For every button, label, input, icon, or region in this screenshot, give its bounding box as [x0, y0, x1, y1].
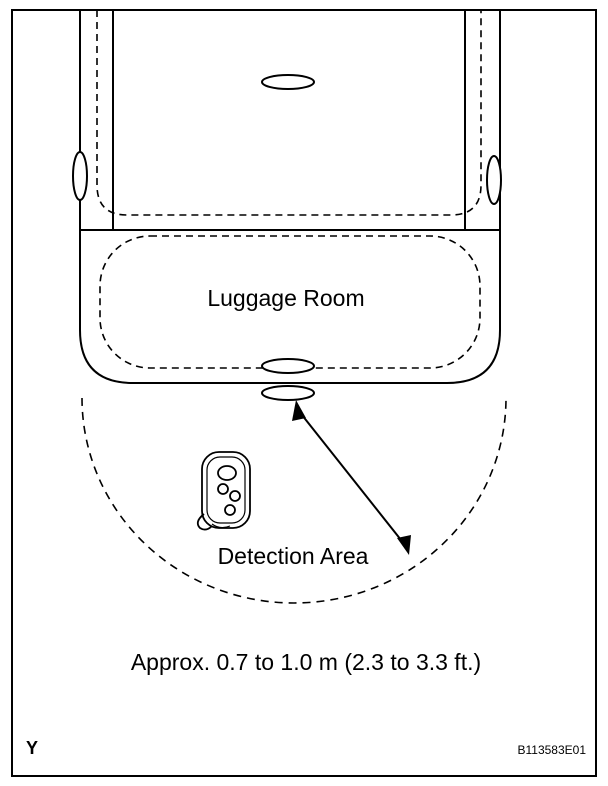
detection-area-arc: [81, 397, 507, 604]
vehicle-outline: [79, 10, 501, 384]
antenna-interior: [261, 74, 315, 90]
antenna-luggage-room: [261, 358, 315, 374]
detection-area-label: Detection Area: [218, 543, 369, 569]
luggage-room-label: Luggage Room: [207, 285, 364, 311]
key-fob-icon: [196, 451, 251, 531]
antenna-right-door: [486, 155, 502, 205]
figure-code: B113583E01: [517, 743, 586, 757]
antenna-left-door: [72, 151, 88, 201]
antenna-bumper: [261, 385, 315, 401]
oscillator-antennas: [72, 74, 502, 401]
distance-arrow: [292, 400, 411, 555]
distance-label: Approx. 0.7 to 1.0 m (2.3 to 3.3 ft.): [131, 649, 481, 675]
corner-letter: Y: [26, 738, 38, 758]
interior-dashed-outlines: [96, 10, 482, 369]
figure-border: [11, 9, 597, 777]
